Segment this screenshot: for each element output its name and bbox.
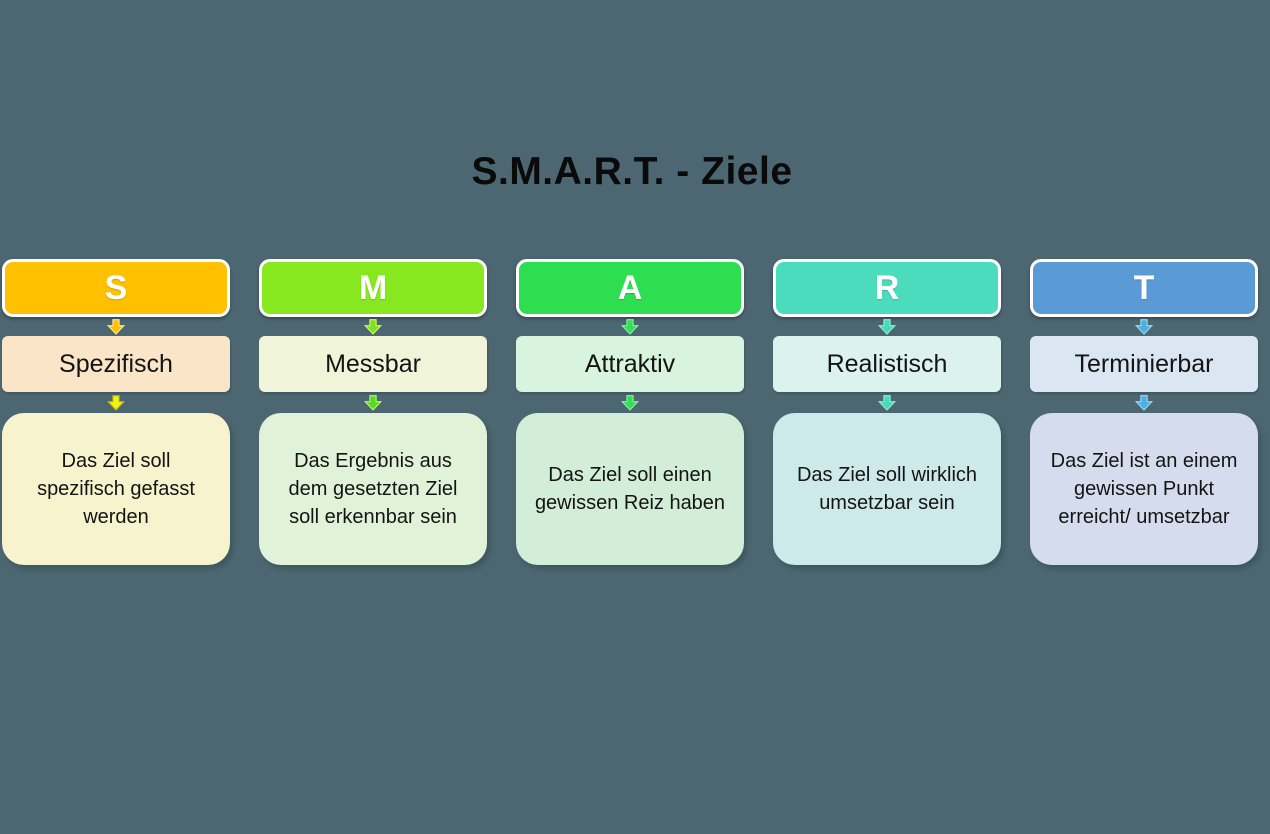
label-box: Attraktiv xyxy=(516,336,744,392)
smart-column-a: A Attraktiv Das Ziel soll einen gewissen… xyxy=(516,259,744,565)
description-text: Das Ziel ist an einem gewissen Punkt err… xyxy=(1050,450,1238,528)
down-arrow-icon xyxy=(878,317,896,336)
letter-box: T xyxy=(1030,259,1258,317)
label-text: Messbar xyxy=(325,349,421,378)
letter-box: A xyxy=(516,259,744,317)
description-box: Das Ziel soll einen gewissen Reiz haben xyxy=(516,413,744,565)
label-text: Realistisch xyxy=(826,349,948,378)
down-arrow-icon xyxy=(107,317,125,336)
description-box: Das Ziel soll spezifisch gefasst werden xyxy=(2,413,230,565)
label-text: Spezifisch xyxy=(59,349,173,378)
letter-label: A xyxy=(617,269,643,307)
description-box: Das Ergebnis aus dem gesetzten Ziel soll… xyxy=(259,413,487,565)
letter-label: M xyxy=(358,269,388,307)
description-box: Das Ziel ist an einem gewissen Punkt err… xyxy=(1030,413,1258,565)
smart-column-t: T Terminierbar Das Ziel ist an einem gew… xyxy=(1030,259,1258,565)
down-arrow-icon xyxy=(364,392,382,413)
down-arrow-icon xyxy=(621,317,639,336)
smart-columns: S Spezifisch Das Ziel soll spezifisch ge… xyxy=(2,259,1258,565)
description-text: Das Ziel soll spezifisch gefasst werden xyxy=(37,450,195,528)
diagram-title: S.M.A.R.T. - Ziele xyxy=(471,150,793,193)
letter-box: M xyxy=(259,259,487,317)
description-box: Das Ziel soll wirklich umsetzbar sein xyxy=(773,413,1001,565)
down-arrow-icon xyxy=(1135,392,1153,413)
label-box: Messbar xyxy=(259,336,487,392)
down-arrow-icon xyxy=(1135,317,1153,336)
description-text: Das Ziel soll wirklich umsetzbar sein xyxy=(796,464,978,514)
smart-column-r: R Realistisch Das Ziel soll wirklich ums… xyxy=(773,259,1001,565)
smart-column-m: M Messbar Das Ergebnis aus dem gesetzten… xyxy=(259,259,487,565)
down-arrow-icon xyxy=(364,317,382,336)
label-box: Realistisch xyxy=(773,336,1001,392)
down-arrow-icon xyxy=(621,392,639,413)
label-box: Terminierbar xyxy=(1030,336,1258,392)
description-text: Das Ergebnis aus dem gesetzten Ziel soll… xyxy=(288,450,458,528)
label-text: Attraktiv xyxy=(584,349,676,378)
down-arrow-icon xyxy=(107,392,125,413)
letter-label: R xyxy=(874,269,900,307)
letter-label: T xyxy=(1133,269,1155,307)
description-text: Das Ziel soll einen gewissen Reiz haben xyxy=(534,464,726,514)
label-text: Terminierbar xyxy=(1074,349,1214,378)
down-arrow-icon xyxy=(878,392,896,413)
smart-column-s: S Spezifisch Das Ziel soll spezifisch ge… xyxy=(2,259,230,565)
letter-box: S xyxy=(2,259,230,317)
letter-box: R xyxy=(773,259,1001,317)
label-box: Spezifisch xyxy=(2,336,230,392)
letter-label: S xyxy=(104,269,128,307)
